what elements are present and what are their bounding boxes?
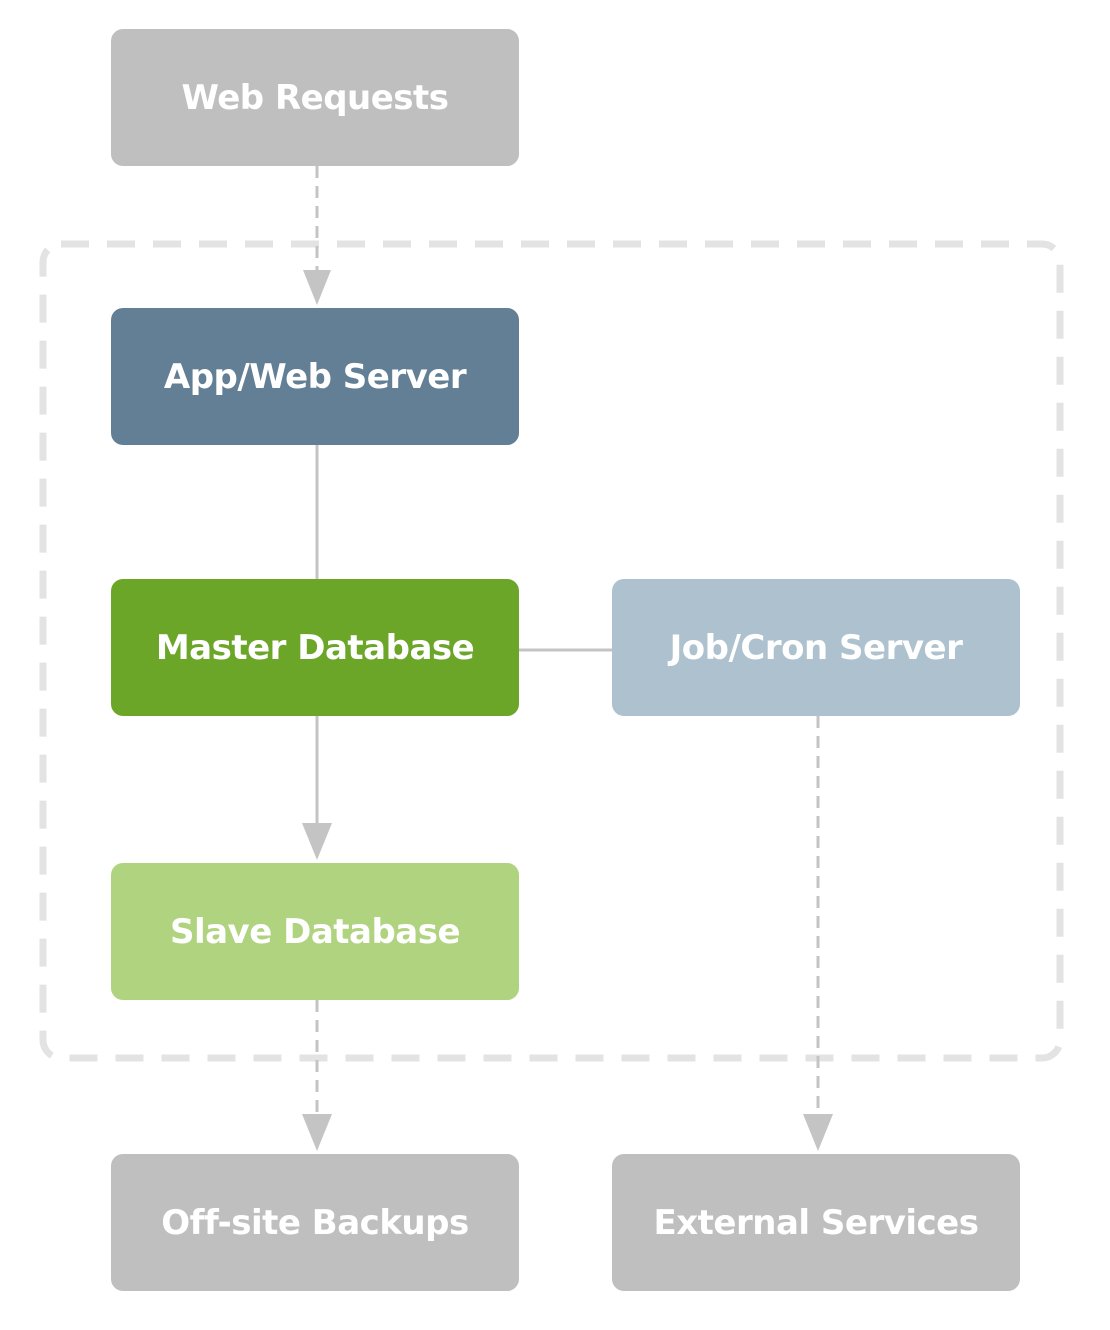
arrowhead-backups <box>302 1114 332 1151</box>
node-app-web-server: App/Web Server <box>111 308 519 445</box>
node-external-services: External Services <box>612 1154 1020 1291</box>
node-slave-database: Slave Database <box>111 863 519 1000</box>
node-offsite-backups: Off-site Backups <box>111 1154 519 1291</box>
arrowhead-external <box>803 1114 833 1151</box>
arrowhead-app-server <box>303 270 331 305</box>
arrowhead-slave-db <box>302 823 332 860</box>
system-boundary <box>39 240 1064 1062</box>
node-job-cron-server: Job/Cron Server <box>612 579 1020 716</box>
node-web-requests: Web Requests <box>111 29 519 166</box>
node-master-database: Master Database <box>111 579 519 716</box>
